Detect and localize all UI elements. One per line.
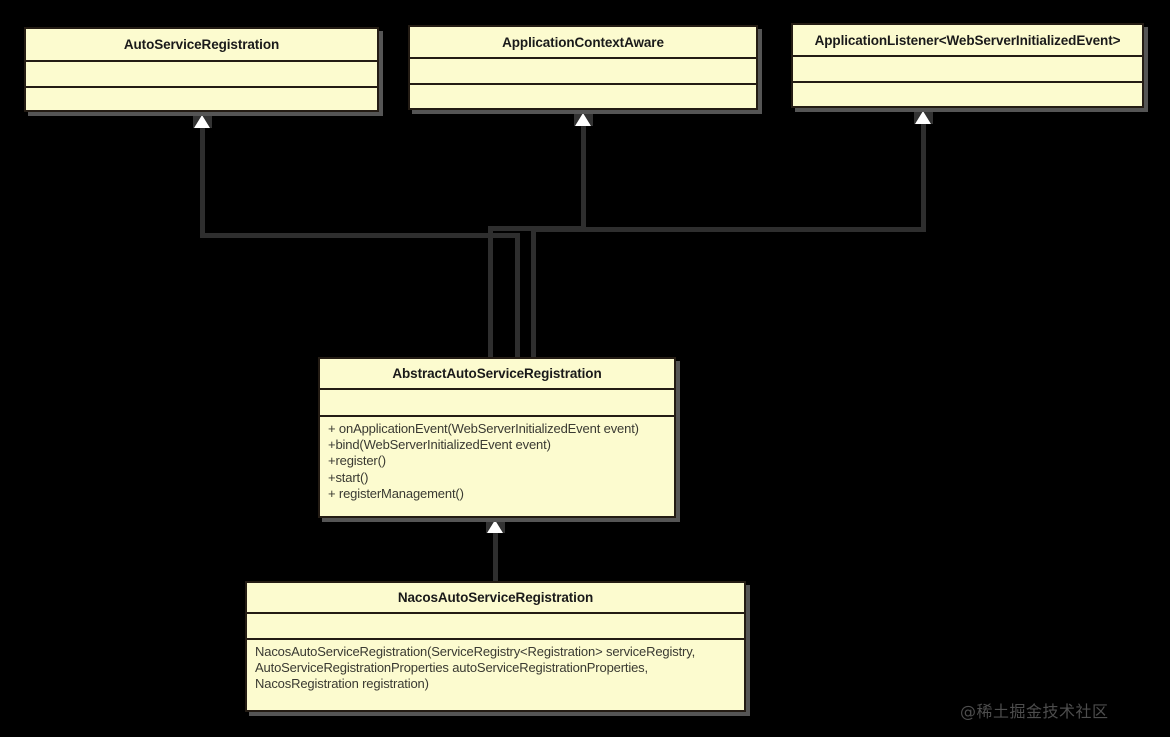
edge-abstract-to-application-listener-vertical-right bbox=[921, 120, 926, 232]
class-operations-application-context-aware bbox=[410, 83, 756, 108]
class-title-auto-service-registration: AutoServiceRegistration bbox=[26, 29, 377, 60]
class-title-nacos-auto-service-registration: NacosAutoServiceRegistration bbox=[247, 583, 744, 612]
class-box-nacos-auto-service-registration[interactable]: NacosAutoServiceRegistration NacosAutoSe… bbox=[245, 581, 746, 712]
edge-abstract-to-application-context-aware-vertical-top bbox=[581, 122, 586, 230]
class-attributes-abstract-auto-service-registration bbox=[320, 388, 674, 415]
class-operations-application-listener bbox=[793, 81, 1142, 106]
class-operations-auto-service-registration bbox=[26, 86, 377, 110]
edge-abstract-to-auto-service-registration-horizontal bbox=[200, 233, 520, 238]
arrow-head-abstract-auto-service-registration bbox=[487, 520, 503, 533]
class-box-application-context-aware[interactable]: ApplicationContextAware bbox=[408, 25, 758, 110]
edge-nacos-to-abstract-vertical bbox=[493, 530, 498, 583]
class-attributes-application-listener bbox=[793, 55, 1142, 81]
edge-abstract-to-auto-service-registration-vertical-right bbox=[515, 233, 520, 359]
edge-abstract-to-auto-service-registration-vertical-left bbox=[200, 124, 205, 238]
arrow-head-auto-service-registration bbox=[194, 115, 210, 128]
class-box-abstract-auto-service-registration[interactable]: AbstractAutoServiceRegistration + onAppl… bbox=[318, 357, 676, 518]
class-box-application-listener[interactable]: ApplicationListener<WebServerInitialized… bbox=[791, 23, 1144, 108]
watermark-label: @稀土掘金技术社区 bbox=[960, 702, 1109, 721]
edge-abstract-to-application-listener-horizontal bbox=[531, 227, 926, 232]
edge-abstract-to-application-listener-vertical-left bbox=[531, 227, 536, 359]
class-title-application-listener: ApplicationListener<WebServerInitialized… bbox=[793, 25, 1142, 55]
arrow-head-application-listener bbox=[915, 111, 931, 124]
arrow-head-application-context-aware bbox=[575, 113, 591, 126]
class-box-auto-service-registration[interactable]: AutoServiceRegistration bbox=[24, 27, 379, 112]
class-attributes-application-context-aware bbox=[410, 57, 756, 83]
class-attributes-nacos-auto-service-registration bbox=[247, 612, 744, 638]
edge-abstract-to-application-context-aware-vertical-bottom bbox=[488, 226, 493, 359]
class-title-application-context-aware: ApplicationContextAware bbox=[410, 27, 756, 57]
class-operations-abstract-auto-service-registration: + onApplicationEvent(WebServerInitialize… bbox=[320, 415, 674, 516]
class-attributes-auto-service-registration bbox=[26, 60, 377, 86]
class-operations-nacos-auto-service-registration: NacosAutoServiceRegistration(ServiceRegi… bbox=[247, 638, 744, 710]
class-title-abstract-auto-service-registration: AbstractAutoServiceRegistration bbox=[320, 359, 674, 388]
